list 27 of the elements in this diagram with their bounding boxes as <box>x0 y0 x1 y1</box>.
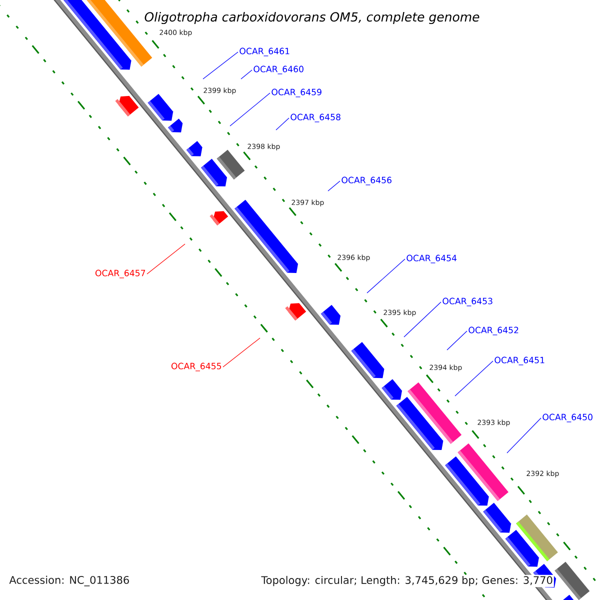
leader-line <box>454 360 494 396</box>
leader-line <box>446 330 468 350</box>
gene-label: OCAR_6458 <box>290 114 340 122</box>
gene-label: OCAR_6461 <box>240 48 290 56</box>
gene-label: OCAR_6457 <box>95 270 146 278</box>
gene-label: OCAR_6456 <box>342 176 392 186</box>
gene-label: OCAR_6453 <box>442 298 492 306</box>
title: Oligotropha carboxidovorans OM5, complete genome <box>142 10 482 26</box>
leader-line <box>230 92 270 126</box>
footer-text: Topology: circular; Length: 3,745,629 bp; Genes: 3,770 <box>260 574 554 588</box>
leader-line <box>366 258 406 294</box>
leader-line <box>146 244 186 274</box>
leader-line <box>328 180 340 192</box>
gene-label: OCAR_6454 <box>406 254 457 264</box>
gene-label: OCAR_6451 <box>494 356 544 366</box>
leader-line <box>506 418 542 454</box>
gene-label: OCAR_6450 <box>542 414 592 422</box>
leader-line <box>222 338 260 368</box>
leader-line <box>404 302 442 338</box>
leader-line <box>240 70 252 80</box>
gene-label: OCAR_6455 <box>171 362 222 372</box>
gene-label: OCAR_6452 <box>468 326 518 336</box>
gene-label: OCAR_6459 <box>272 88 322 98</box>
footer-text: Accession: NC_011386 <box>9 576 129 586</box>
leader-line <box>276 118 290 130</box>
gene-label: OCAR_6460 <box>254 66 304 74</box>
leader-line <box>202 52 238 80</box>
